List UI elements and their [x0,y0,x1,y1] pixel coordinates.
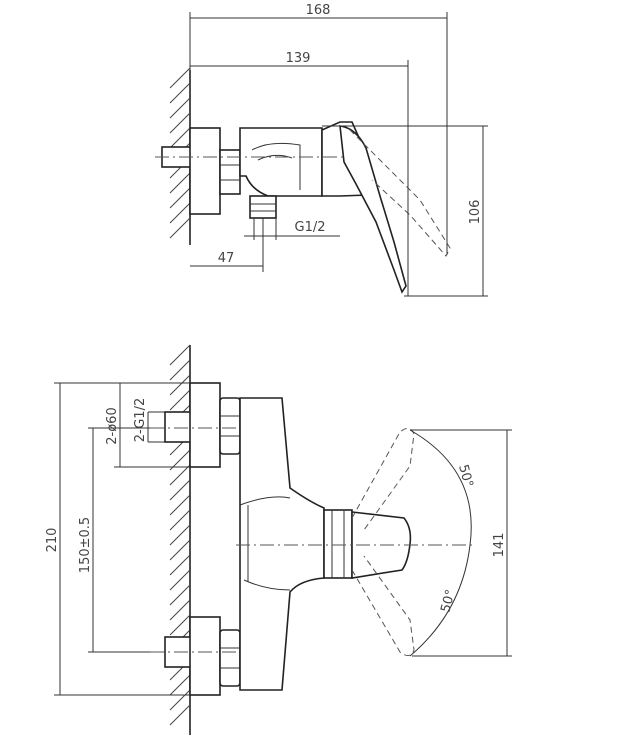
dim-inlet-spacing: 150±0.5 [78,517,93,573]
front-upper-nut [219,397,241,455]
dim-overall-depth: 168 [306,3,331,18]
front-cartridge-cap [323,509,353,579]
dim-outlet-offset: 47 [218,251,235,266]
front-lower-nut [219,629,241,687]
front-upper-flange [189,382,221,468]
front-lever-alt-upper [351,428,415,531]
angle-upper: 50° [455,463,475,489]
top-lever-alt [349,129,451,257]
top-view: 168 139 106 G1/2 47 [155,3,488,297]
front-swing-arc [409,429,472,657]
top-mixer-body [239,127,323,197]
front-wall-hatching [169,344,191,726]
front-upper-inlet-pipe [164,411,193,443]
top-flange [189,127,221,215]
front-mixer-body [239,397,325,691]
angle-lower: 50° [438,588,458,614]
dim-outlet-thread: G1/2 [295,220,326,235]
front-lever-alt-lower [351,555,415,656]
front-view: 210 150±0.5 2-ø60 2-G1/2 141 50° 50° [45,344,512,735]
dim-inlet-diameter: 2-ø60 [105,407,120,444]
dim-handle-span: 141 [492,533,507,558]
front-lower-flange [189,616,221,696]
top-wall-hatching [169,67,191,239]
dim-depth-to-handle: 139 [286,51,311,66]
top-outlet [249,195,277,219]
dim-inlet-thread: 2-G1/2 [133,398,148,442]
dim-height-top: 106 [468,200,483,225]
dim-overall-height: 210 [45,528,60,553]
top-lever [339,125,407,294]
